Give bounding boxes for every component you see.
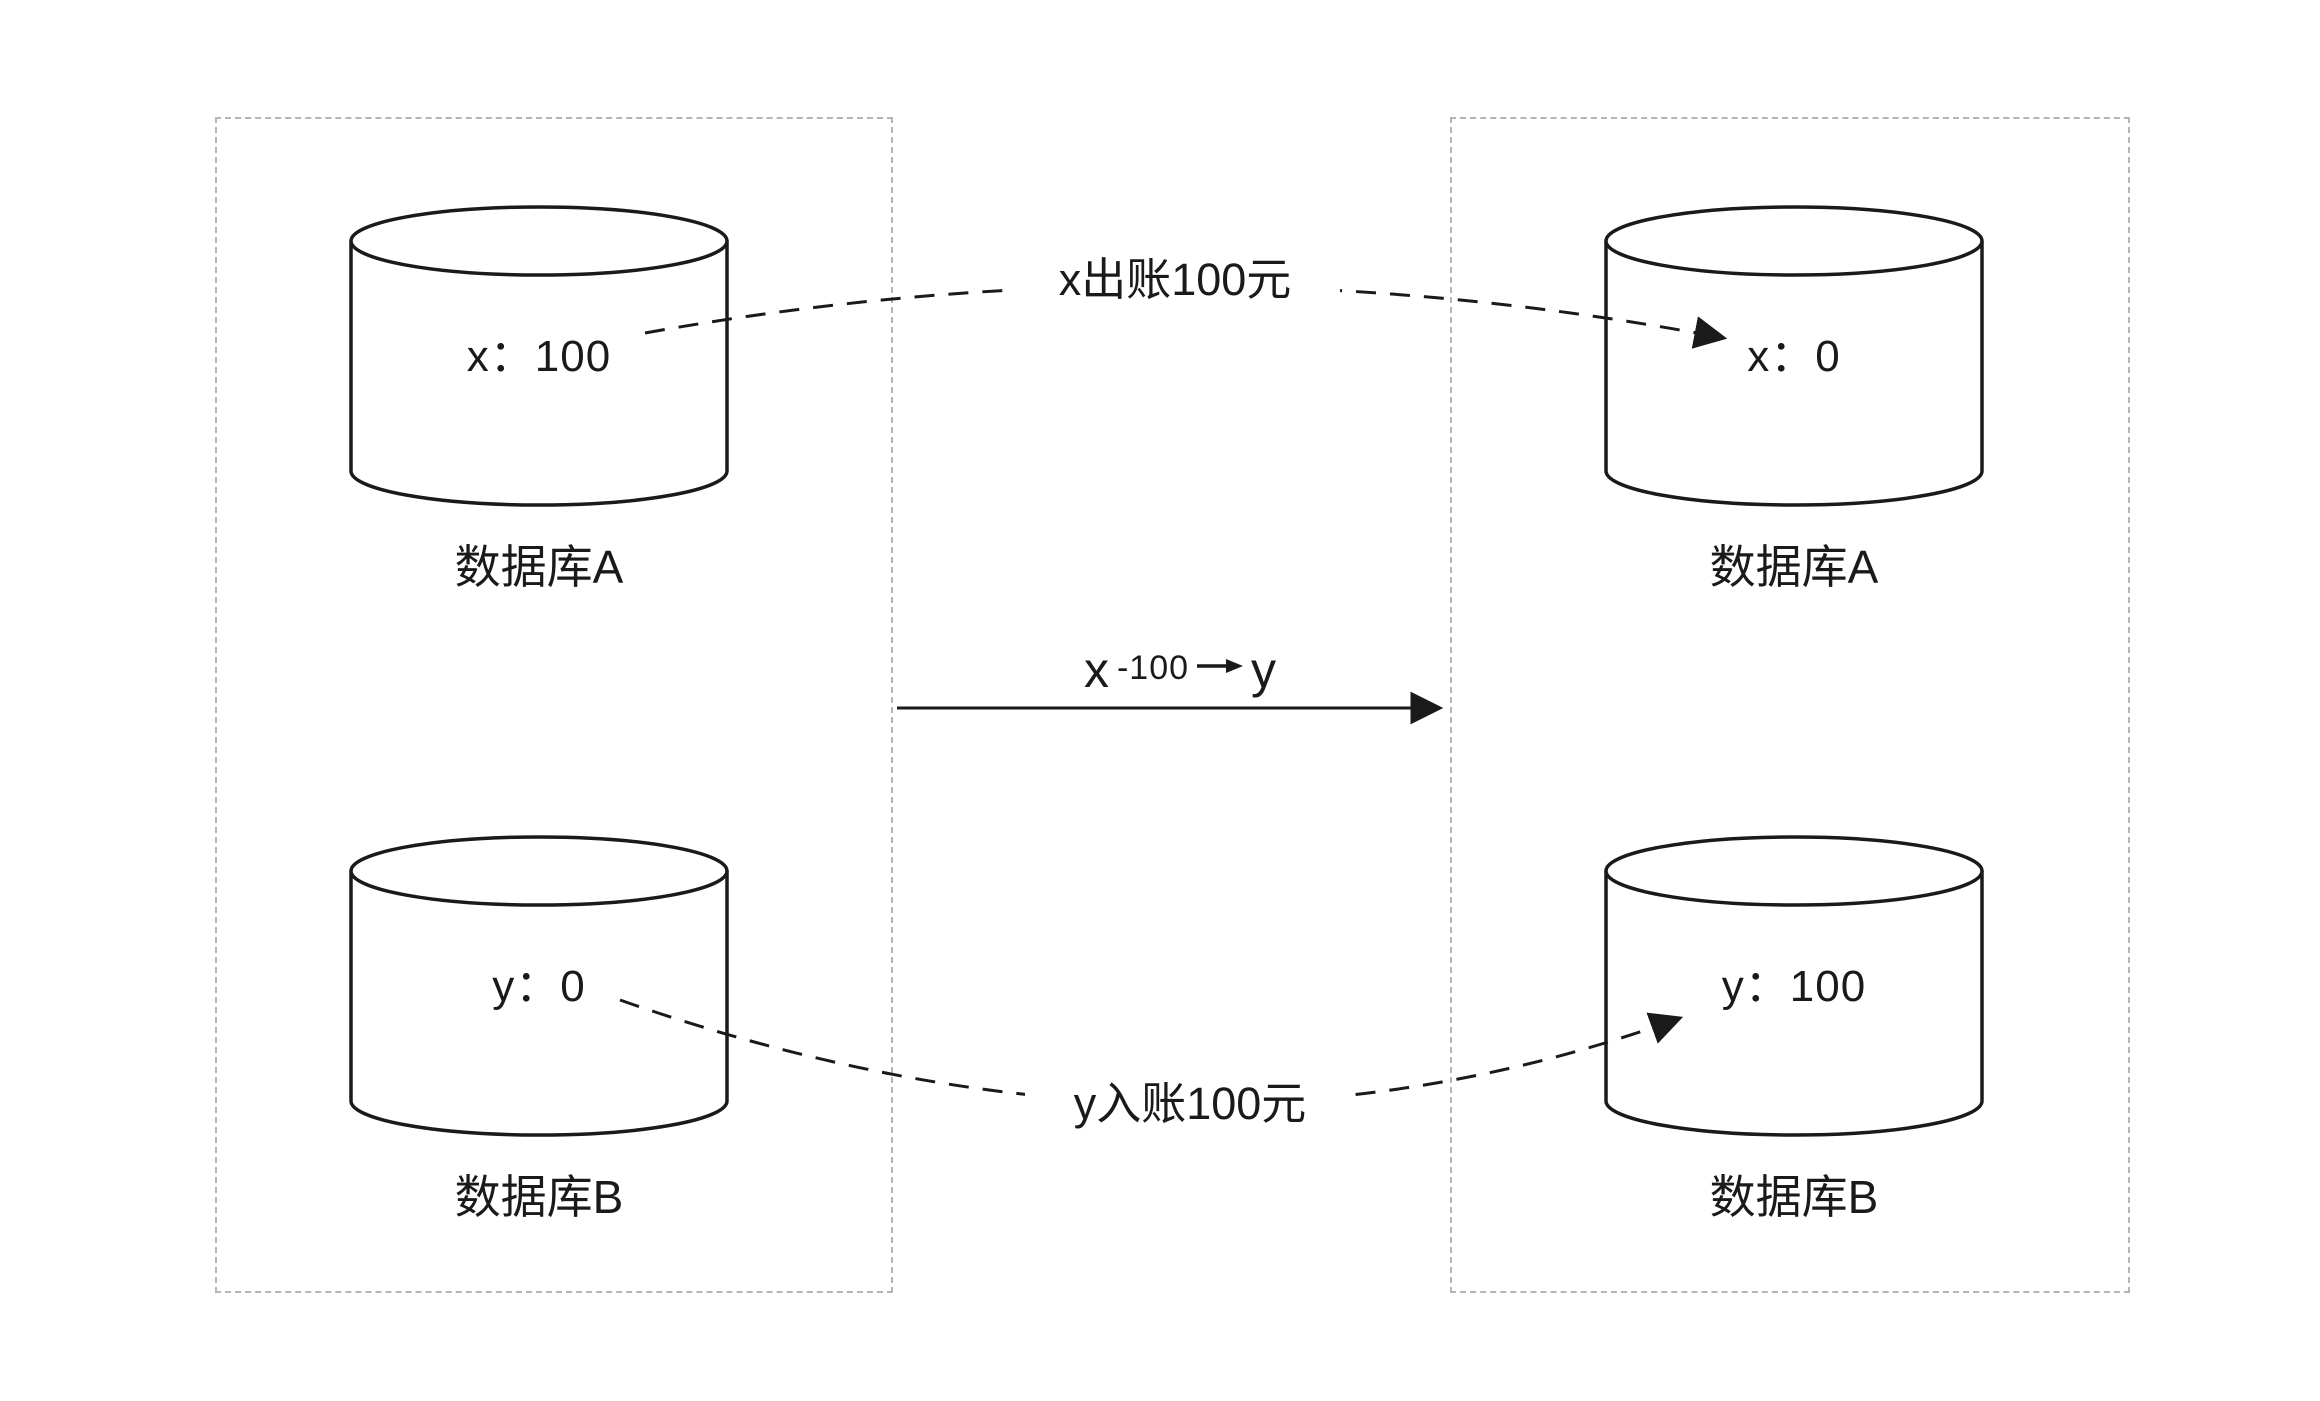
transfer-to: y <box>1251 642 1277 698</box>
database-b-before: y：0 数据库B <box>347 833 731 1253</box>
transfer-label: x -100 y <box>1020 640 1340 700</box>
db-value: y：100 <box>1721 962 1867 1011</box>
db-label: 数据库B <box>1709 1171 1879 1223</box>
after-state-panel <box>1450 117 2130 1293</box>
db-value: x：100 <box>466 332 612 381</box>
debit-arrow-label: x出账100元 <box>1010 248 1340 312</box>
database-a-before: x：100 数据库A <box>347 203 731 623</box>
db-label: 数据库A <box>454 541 624 593</box>
transfer-amount: -100 <box>1116 649 1190 687</box>
db-value: y：0 <box>492 962 586 1011</box>
transfer-mini-arrow-icon <box>1197 655 1244 682</box>
database-cylinder-icon <box>1604 835 1984 1137</box>
db-label: 数据库B <box>454 1171 624 1223</box>
db-value: x：0 <box>1747 332 1841 381</box>
database-a-after: x：0 数据库A <box>1602 203 1986 623</box>
database-cylinder-icon <box>349 205 729 507</box>
before-state-panel <box>215 117 893 1293</box>
database-b-after: y：100 数据库B <box>1602 833 1986 1253</box>
credit-arrow-label: y入账100元 <box>1025 1072 1355 1136</box>
db-label: 数据库A <box>1709 541 1879 593</box>
transfer-from: x <box>1083 642 1109 698</box>
